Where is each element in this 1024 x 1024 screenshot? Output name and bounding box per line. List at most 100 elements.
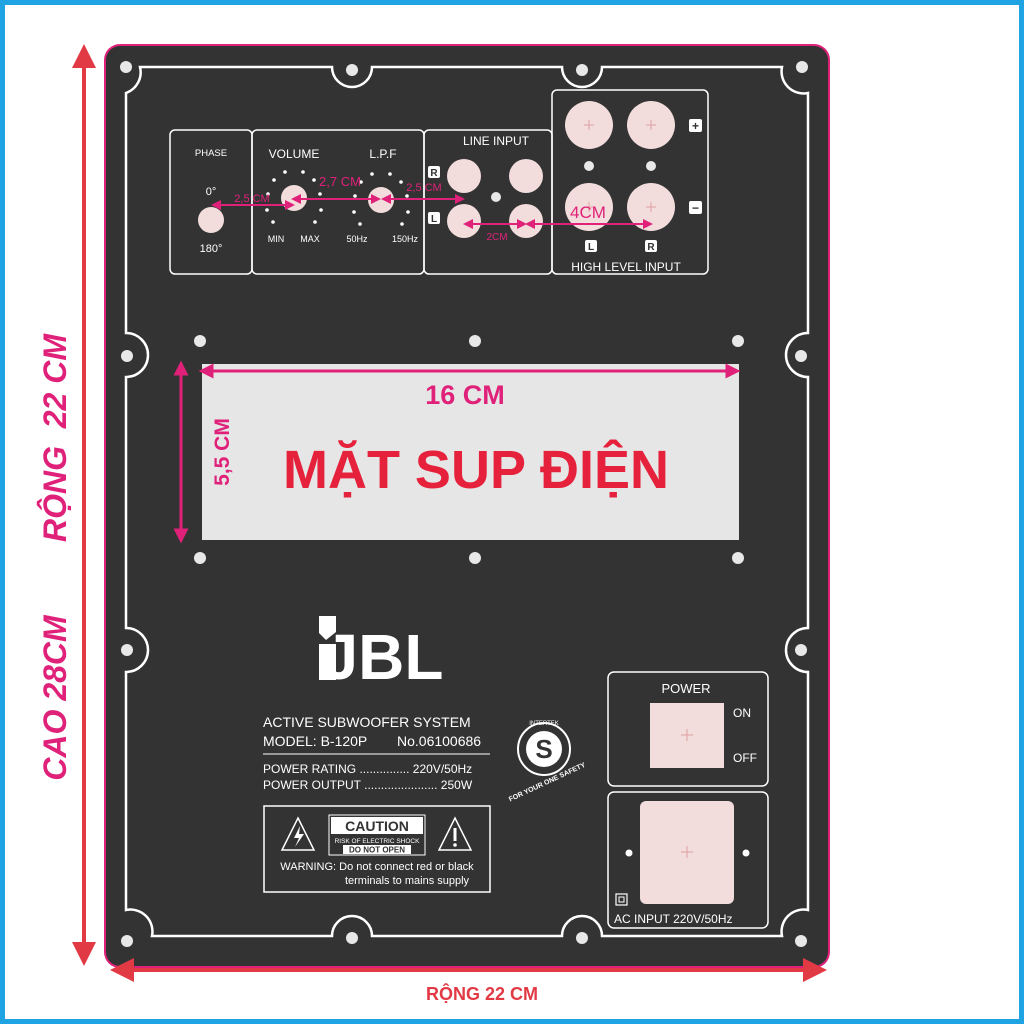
screw-hole <box>346 932 358 944</box>
high-r-badge-text: R <box>647 242 655 253</box>
minus-badge-text: − <box>692 201 699 215</box>
system-label: ACTIVE SUBWOOFER SYSTEM <box>263 714 471 730</box>
line-r-badge <box>428 166 440 178</box>
warning-line-2: terminals to mains supply <box>345 875 470 887</box>
volume-label: VOLUME <box>269 147 320 161</box>
line-input-l-left-jack[interactable] <box>447 204 481 238</box>
dim-volume-lpf: 2,7 CM <box>319 174 361 189</box>
lpf-min-label: 50Hz <box>346 234 368 244</box>
power-output-label: POWER OUTPUT ...................... 250W <box>263 778 473 792</box>
volume-max-label: MAX <box>300 234 320 244</box>
screw-hole <box>469 335 481 347</box>
jbl-logo: JBL <box>319 616 443 693</box>
do-not-open-bg <box>343 845 411 854</box>
terminal-crosshairs <box>584 120 656 212</box>
plus-badge-text: + <box>692 119 699 133</box>
double-insulation-icon <box>615 893 628 906</box>
window-height-label: 5,5 CM <box>211 418 234 486</box>
cutout-window <box>202 364 739 540</box>
screw-hole <box>795 644 807 656</box>
dim-phase-volume: 2,5 CM <box>234 193 269 205</box>
line-input-screw <box>491 192 501 202</box>
window-title: MẶT SUP ĐIỆN <box>283 439 669 500</box>
screw-hole <box>194 335 206 347</box>
safety-mark-letter: S <box>535 734 552 764</box>
jbl-logo-text: JBL <box>323 621 444 693</box>
screw-hole <box>121 644 133 656</box>
screw-hole <box>576 64 588 76</box>
caution-box <box>263 805 491 893</box>
screw-hole <box>796 61 808 73</box>
high-level-label: HIGH LEVEL INPUT <box>571 260 681 274</box>
ac-screw-hole <box>625 849 633 857</box>
phase-knob[interactable] <box>198 207 224 233</box>
dim-line-jacks: 2CM <box>486 232 507 243</box>
high-level-terminals <box>565 101 675 231</box>
screw-hole <box>795 350 807 362</box>
screw-hole <box>346 64 358 76</box>
exclamation-warning-icon <box>437 816 473 851</box>
model-label: MODEL: B-120P <box>263 733 367 749</box>
ac-screw-hole <box>742 849 750 857</box>
plus-badge <box>689 119 702 132</box>
line-input-r-right-jack[interactable] <box>509 159 543 193</box>
height-label: CAO 28CM <box>37 614 73 781</box>
power-on-label: ON <box>733 706 751 720</box>
high-r-badge <box>645 240 657 252</box>
screw-holes <box>120 61 808 947</box>
caution-risk: RISK OF ELECTRIC SHOCK <box>335 838 421 845</box>
line-input-l-right-jack[interactable] <box>509 204 543 238</box>
line-input-r-left-jack[interactable] <box>447 159 481 193</box>
high-level-box <box>551 89 709 275</box>
high-level-screw <box>584 161 594 171</box>
screw-hole <box>121 935 133 947</box>
high-l-badge <box>585 240 597 252</box>
high-l-badge-text: L <box>588 242 594 253</box>
line-r-badge-text: R <box>430 168 438 179</box>
lpf-label: L.P.F <box>369 147 396 161</box>
minus-badge <box>689 201 702 214</box>
volume-scale-dots <box>265 170 323 224</box>
window-width-label: 16 CM <box>425 380 505 410</box>
screw-hole <box>732 552 744 564</box>
control-dimension-arrows <box>211 194 653 229</box>
screw-hole <box>576 932 588 944</box>
dim-high-level: 4CM <box>570 203 606 222</box>
power-off-label: OFF <box>733 751 757 765</box>
bottom-width-label: RỘNG 22 CM <box>426 983 538 1004</box>
screw-hole <box>120 61 132 73</box>
screw-hole <box>795 935 807 947</box>
dim-lpf-line: 2,5 CM <box>406 182 441 194</box>
line-input-label: LINE INPUT <box>463 134 530 148</box>
power-switch-crosshair <box>681 729 693 741</box>
caution-title-bg <box>331 817 423 834</box>
screw-hole <box>194 552 206 564</box>
safety-mark-top-text: INTERTEK <box>529 721 559 727</box>
volume-min-label: MIN <box>268 234 285 244</box>
line-l-badge <box>428 212 440 224</box>
phase-label: PHASE <box>195 148 227 159</box>
vertical-width-label: RỘNG 22 CM <box>37 333 73 542</box>
ac-input-box <box>607 791 769 929</box>
caution-title: CAUTION <box>345 818 409 834</box>
screw-hole <box>732 335 744 347</box>
line-l-badge-text: L <box>431 214 437 225</box>
high-level-screw <box>646 161 656 171</box>
power-rating-label: POWER RATING ............... 220V/50Hz <box>263 762 472 776</box>
lpf-max-label: 150Hz <box>392 234 419 244</box>
power-switch-box <box>607 671 769 787</box>
caution-label-frame <box>328 814 426 856</box>
ac-input-label: AC INPUT 220V/50Hz <box>614 912 733 926</box>
do-not-open: DO NOT OPEN <box>349 846 405 855</box>
shock-warning-icon <box>280 816 316 851</box>
plate-border-line <box>124 65 810 938</box>
power-label: POWER <box>661 681 710 696</box>
screw-hole <box>121 350 133 362</box>
warning-line-1: WARNING: Do not connect red or black <box>280 861 474 873</box>
screw-hole <box>469 552 481 564</box>
ac-socket-crosshair <box>681 846 693 858</box>
serial-label: No.06100686 <box>397 733 481 749</box>
phase-0-label: 0° <box>206 186 217 198</box>
